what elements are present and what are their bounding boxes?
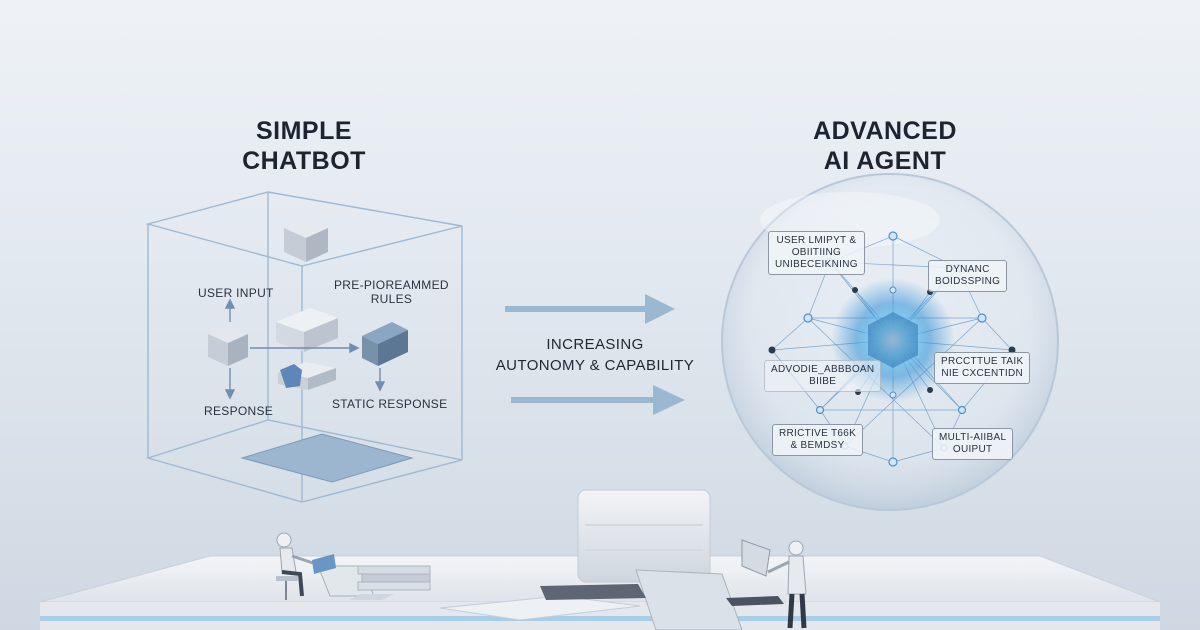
rules-label-line2: RULES xyxy=(370,292,413,306)
advanced-agent-title-line2: AI AGENT xyxy=(823,147,947,175)
node-label-proactive-line1: PRCCTTUE TAIK xyxy=(941,356,1024,367)
simple-chatbot-title-line2: CHATBOT xyxy=(242,147,366,175)
simple-chatbot-title-line1: SIMPLE xyxy=(255,117,353,145)
node-label-multimodal-line2: OUIPUT xyxy=(952,444,993,455)
tablet-right xyxy=(726,596,784,606)
person-standing xyxy=(741,539,807,629)
book-stack xyxy=(357,565,431,591)
node-label-multimodal-output: MULTI-AIIBAL OUIPUT xyxy=(932,428,1014,460)
node-label-multimodal-line1: MULTI-AIIBAL xyxy=(939,432,1007,443)
static-response-block xyxy=(278,362,336,390)
node-label-adaptive-line2: BIIBE xyxy=(809,376,837,387)
cube-base-plate xyxy=(240,433,414,483)
node-label-dynamic-processing: DYNANC BOIDSSPING xyxy=(928,260,1008,292)
node-label-proactive-line2: NIE CXCENTIDN xyxy=(941,368,1024,379)
node-label-user-input: USER LMIPYT & OBIITIING UNIBECEIKNING xyxy=(768,231,865,275)
autonomy-caption: INCREASING AUTONOMY & CAPABILITY xyxy=(480,334,710,376)
response-label: RESPONSE xyxy=(204,404,274,418)
agent-core xyxy=(868,312,918,368)
top-cube xyxy=(284,218,328,262)
user-input-cube xyxy=(208,325,248,366)
response-panel xyxy=(362,322,408,366)
advanced-agent-title: ADVANCED AI AGENT xyxy=(790,116,980,176)
progress-arrow-bottom xyxy=(511,385,685,415)
node-label-adaptive: ADVODIE_ABBBOAN BIIBE xyxy=(764,360,882,392)
laptop-center xyxy=(540,569,743,630)
node-label-user-input-line3: UNIBECEIKNING xyxy=(775,259,858,270)
node-label-predictive-line2: & BEMDSY xyxy=(790,440,845,451)
progress-arrow-top xyxy=(505,294,675,324)
office-chair xyxy=(577,489,711,583)
simple-chatbot-title: SIMPLE CHATBOT xyxy=(224,116,384,176)
rules-label: PRE-PIOREAMMED RULES xyxy=(334,278,449,306)
person-seated xyxy=(276,532,336,600)
flow-arrows xyxy=(224,298,386,400)
node-label-predictive-task: RRICTIVE T66K & BEMDSY xyxy=(772,424,864,456)
static-response-label: STATIC RESPONSE xyxy=(332,397,448,411)
rules-block xyxy=(276,308,338,352)
user-input-label: USER INPUT xyxy=(198,286,274,300)
autonomy-caption-line2: AUTONOMY & CAPABILITY xyxy=(495,357,695,374)
autonomy-caption-line1: INCREASING xyxy=(546,336,644,353)
node-label-dynamic-line1: DYNANC xyxy=(945,264,990,275)
node-label-proactive-task: PRCCTTUE TAIK NIE CXCENTIDN xyxy=(934,352,1031,384)
node-label-dynamic-line2: BOIDSSPING xyxy=(935,276,1001,287)
node-label-user-input-line1: USER LMIPYT & xyxy=(776,235,857,246)
advanced-agent-title-line1: ADVANCED xyxy=(813,117,957,145)
node-label-predictive-line1: RRICTIVE T66K xyxy=(779,428,857,439)
node-label-user-input-line2: OBIITIING xyxy=(791,247,842,258)
node-label-adaptive-line1: ADVODIE_ABBBOAN xyxy=(771,364,875,375)
rules-label-line1: PRE-PIOREAMMED xyxy=(334,278,449,292)
